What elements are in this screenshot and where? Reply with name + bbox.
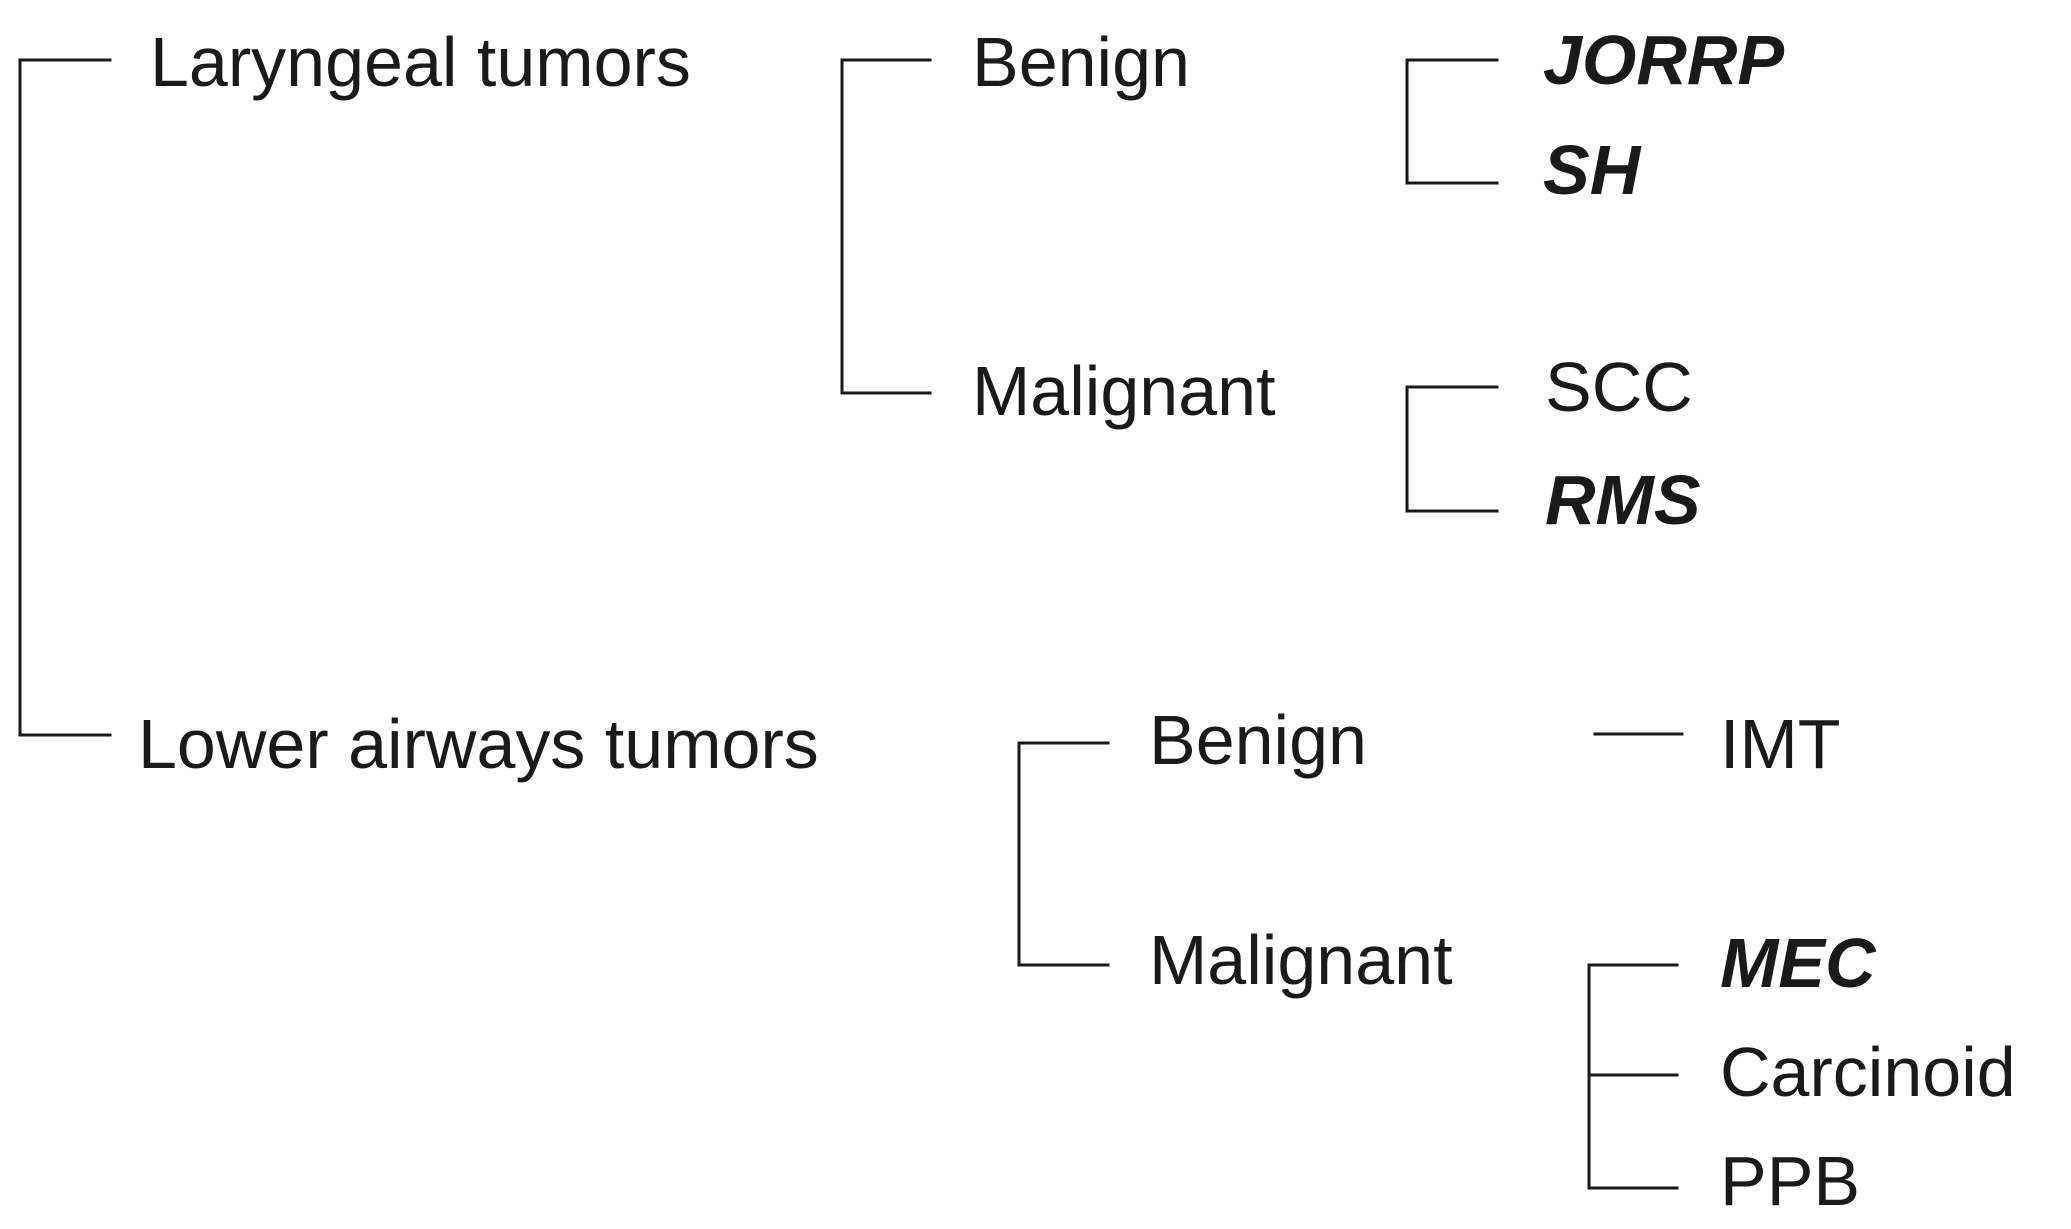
node-lower-airways-tumors: Lower airways tumors [138, 705, 819, 783]
node-sh: SH [1543, 131, 1641, 209]
node-carcinoid: Carcinoid [1720, 1033, 2016, 1111]
node-laryngeal-tumors: Laryngeal tumors [150, 23, 691, 101]
node-lower-malignant: Malignant [1149, 921, 1453, 999]
node-scc: SCC [1545, 348, 1693, 426]
node-imt: IMT [1720, 705, 1841, 783]
node-lower-benign: Benign [1149, 701, 1367, 779]
node-jorrp: JORRP [1543, 21, 1785, 99]
node-laryngeal-malignant: Malignant [972, 352, 1276, 430]
node-ppb: PPB [1720, 1142, 1861, 1220]
node-rms: RMS [1545, 461, 1701, 539]
node-laryngeal-benign: Benign [972, 23, 1190, 101]
node-mec: MEC [1720, 924, 1876, 1002]
